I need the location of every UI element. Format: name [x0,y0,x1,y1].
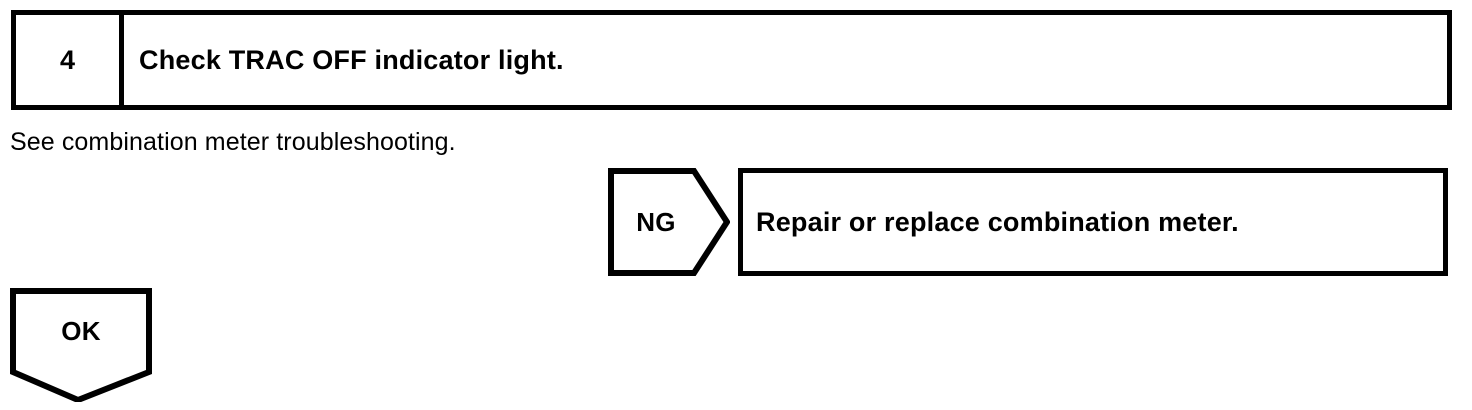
step-number-cell: 4 [16,15,124,105]
step-number: 4 [59,44,76,75]
step-title: Check TRAC OFF indicator light. [139,44,564,75]
step-note: See combination meter troubleshooting. [10,128,456,156]
ng-branch-arrow: NG [608,168,730,276]
step-header-box: 4 Check TRAC OFF indicator light. [11,10,1452,110]
ng-result-text: Repair or replace combination meter. [756,206,1239,237]
ok-branch-arrow: OK [10,288,152,402]
ng-result-box: Repair or replace combination meter. [738,168,1448,276]
ng-arrow-shape [608,168,730,276]
ok-arrow-shape [10,288,152,402]
step-title-cell: Check TRAC OFF indicator light. [124,15,1447,105]
